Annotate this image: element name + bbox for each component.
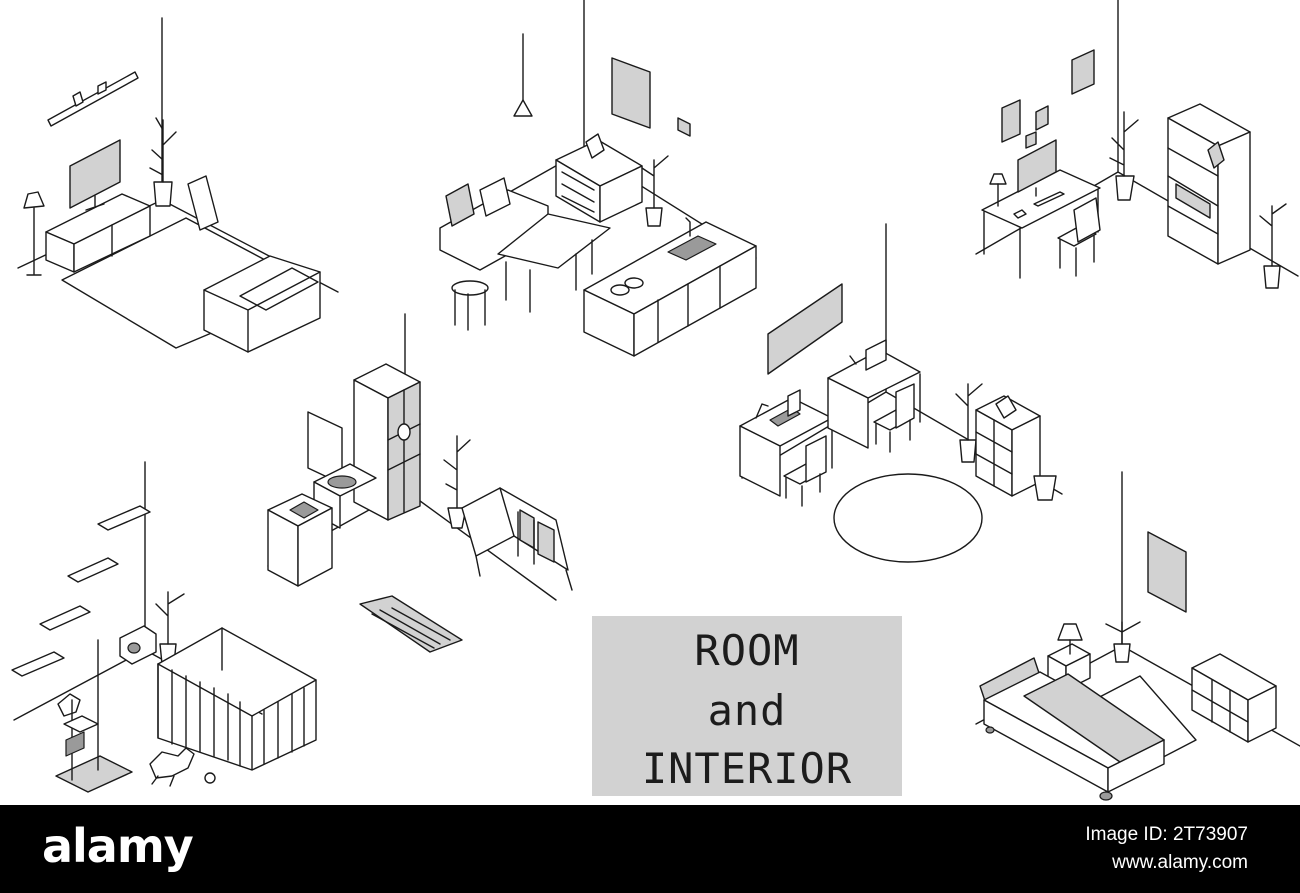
- dining-kitchen-scene: [439, 0, 757, 357]
- image-id-label: Image ID: 2T73907: [1085, 824, 1248, 845]
- study-room-scene: [739, 223, 1063, 563]
- site-link[interactable]: www.alamy.com: [1112, 852, 1248, 873]
- title-line-room: ROOM: [694, 626, 799, 675]
- illustration-canvas: ROOM and INTERIOR: [11, 0, 1300, 801]
- brand-logo[interactable]: alamy: [42, 819, 194, 873]
- bedroom-scene: [975, 471, 1300, 801]
- title-line-interior: INTERIOR: [642, 744, 852, 793]
- image-info: Image ID: 2T73907 www.alamy.com: [1085, 821, 1248, 877]
- living-room-scene: [17, 17, 339, 353]
- title-card: ROOM and INTERIOR: [592, 616, 902, 796]
- footer-bar: alamy Image ID: 2T73907 www.alamy.com: [0, 805, 1300, 893]
- home-office-scene: [975, 0, 1299, 289]
- pet-room-scene: [11, 461, 317, 793]
- washroom-laundry-scene: [267, 313, 573, 653]
- title-line-and: and: [708, 686, 787, 735]
